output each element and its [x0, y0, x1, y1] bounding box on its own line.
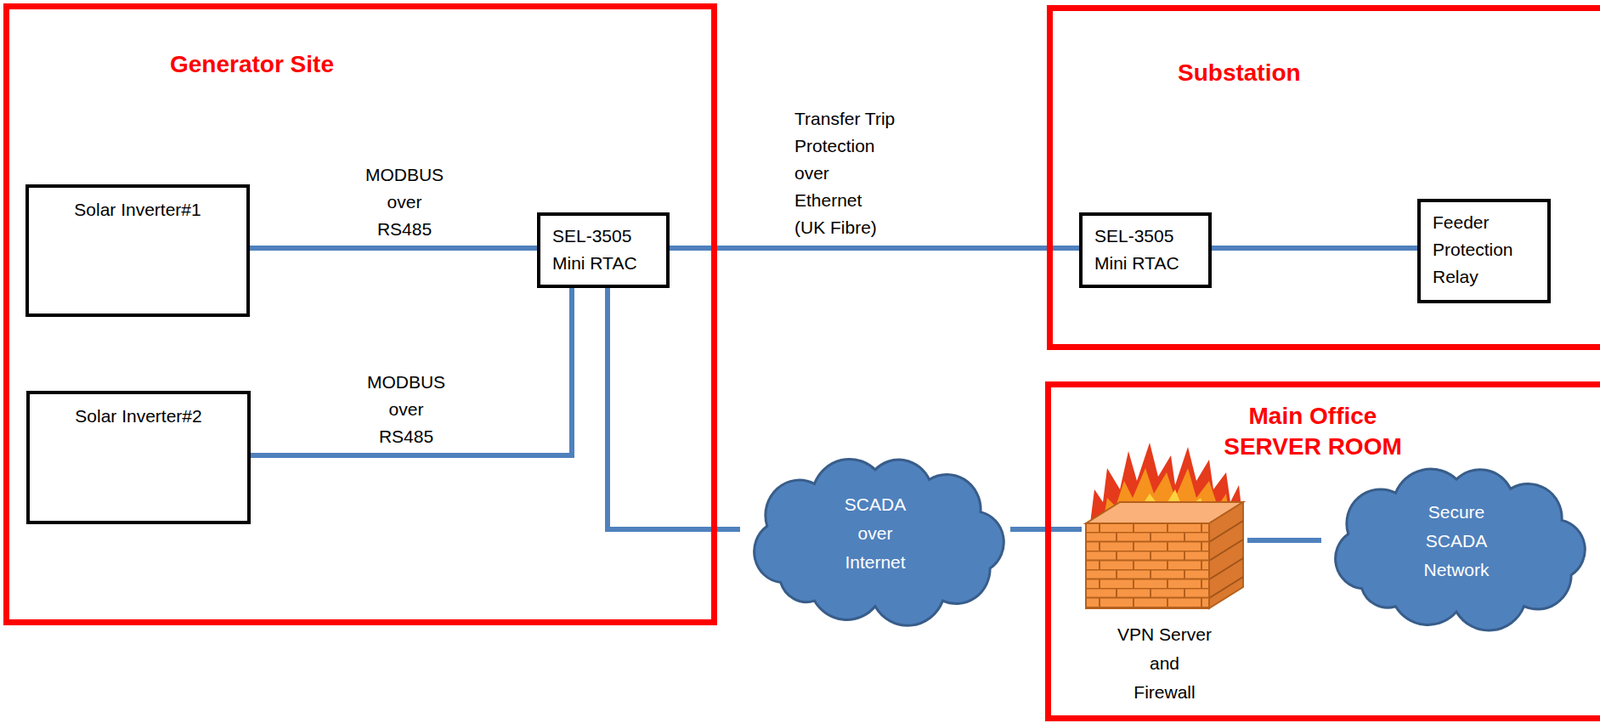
connector: [607, 288, 741, 530]
node-label: SCADA over Internet: [832, 490, 918, 577]
node-label: SEL-3505 Mini RTAC: [552, 222, 655, 278]
node-label: Secure SCADA Network: [1413, 497, 1499, 585]
network-cloud: SCADA over Internet: [740, 448, 1011, 618]
inverter-box: Solar Inverter#2: [26, 390, 251, 525]
site-region: Generator SiteSolar Inverter#1Solar Inve…: [3, 3, 718, 626]
node-label: Solar Inverter#1: [73, 196, 201, 224]
site-region: Main Office SERVER ROOM VPN Server and Fi…: [1045, 381, 1600, 722]
node-label: Feeder Protection Relay: [1432, 209, 1535, 291]
firewall-icon: [1085, 442, 1244, 609]
connector: [250, 288, 572, 456]
region-title: Substation: [1177, 11, 1600, 89]
network-cloud: Secure SCADA Network: [1321, 458, 1592, 623]
cloud-outline: [754, 458, 1005, 626]
connector: [669, 245, 1080, 251]
edge-label: MODBUS over RS485: [361, 368, 451, 451]
rtac-box: SEL-3505 Mini RTAC: [1079, 212, 1212, 289]
connector: [249, 245, 538, 251]
region-title: Generator Site: [169, 9, 712, 80]
node-label: SEL-3505 Mini RTAC: [1094, 222, 1197, 278]
connector: [1211, 245, 1418, 251]
cloud-outline: [1335, 469, 1586, 631]
rtac-box: SEL-3505 Mini RTAC: [537, 212, 670, 289]
edge-label: MODBUS over RS485: [360, 161, 449, 244]
node-label: Solar Inverter#2: [74, 402, 202, 430]
firewall-node: VPN Server and Firewall: [1081, 438, 1248, 707]
edge-label: Transfer Trip Protection over Ethernet (…: [794, 105, 898, 242]
connector: [1247, 537, 1322, 543]
relay-box: Feeder Protection Relay: [1417, 198, 1551, 304]
inverter-box: Solar Inverter#1: [25, 184, 250, 317]
site-region: SubstationSEL-3505 Mini RTAC Feeder Prote…: [1046, 5, 1600, 351]
node-label: VPN Server and Firewall: [1117, 620, 1213, 707]
region-title: Main Office SERVER ROOM: [1210, 387, 1415, 463]
